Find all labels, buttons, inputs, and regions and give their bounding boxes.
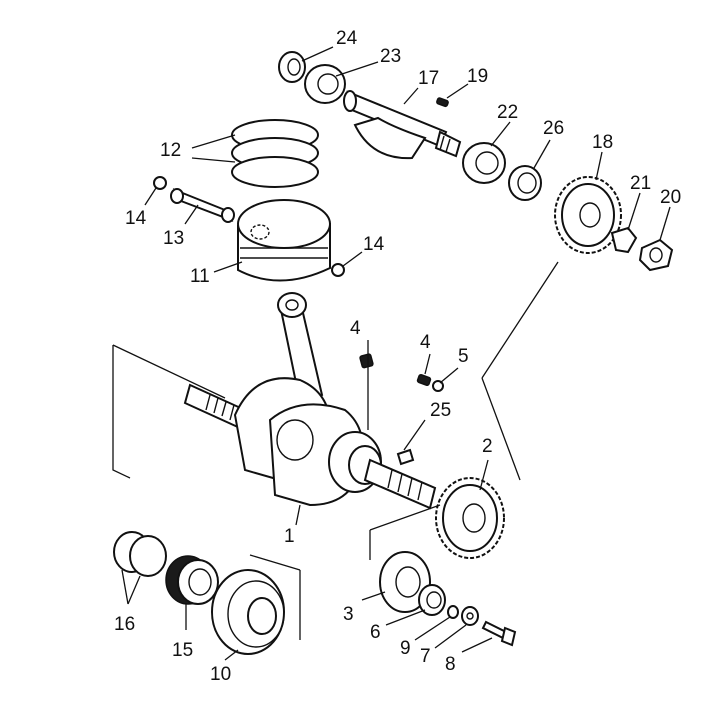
callout-19: 19 <box>467 66 488 87</box>
lock-washer <box>610 226 638 254</box>
callout-6: 6 <box>370 622 381 643</box>
callout-16: 16 <box>114 614 135 635</box>
callout-13: 13 <box>163 228 184 249</box>
callout-8: 8 <box>445 654 456 675</box>
callout-22: 22 <box>497 102 518 123</box>
callout-23: 23 <box>380 46 401 67</box>
callout-11: 11 <box>190 266 210 287</box>
oil-seal <box>278 51 306 83</box>
piston <box>237 199 331 282</box>
crankshaft-assembly <box>183 292 437 510</box>
callout-4-left: 4 <box>350 318 361 339</box>
bolt <box>481 620 517 647</box>
callout-3: 3 <box>343 604 354 625</box>
key-pin <box>359 353 374 369</box>
bearing-upper <box>304 64 346 104</box>
piston-pin <box>170 188 235 223</box>
bearing-middle <box>462 142 506 184</box>
leader-lines <box>121 46 671 661</box>
circlip-left <box>153 176 167 190</box>
drive-gear <box>435 477 505 559</box>
spacer <box>418 584 446 616</box>
callout-5: 5 <box>458 346 469 367</box>
circlip-right <box>331 263 345 277</box>
callout-2: 2 <box>482 436 493 457</box>
piston-rings <box>231 119 319 188</box>
nut <box>638 238 674 272</box>
callout-21: 21 <box>630 173 651 194</box>
balancer-shaft <box>343 90 462 160</box>
washer <box>461 606 479 626</box>
group-brackets <box>112 261 559 640</box>
callout-14-right: 14 <box>363 234 385 255</box>
callout-1: 1 <box>284 526 295 547</box>
callout-7: 7 <box>420 646 431 667</box>
callout-4-right: 4 <box>420 332 431 353</box>
callout-18: 18 <box>592 132 613 153</box>
spring-bearing <box>165 555 219 605</box>
callout-9: 9 <box>400 638 411 659</box>
callout-10: 10 <box>210 664 231 685</box>
main-bearing <box>211 569 285 655</box>
o-ring <box>447 605 459 619</box>
key-small <box>436 97 449 108</box>
callout-12: 12 <box>160 140 181 161</box>
woodruff-key <box>396 448 415 466</box>
washer-small <box>432 380 444 392</box>
callout-14-left: 14 <box>125 208 147 229</box>
shim-rings <box>113 531 167 577</box>
callout-25: 25 <box>430 400 451 421</box>
callout-labels: 24 23 17 19 22 26 18 21 20 12 14 13 11 1… <box>114 28 681 685</box>
callout-24: 24 <box>336 28 358 49</box>
callout-17: 17 <box>418 68 439 89</box>
callout-26: 26 <box>543 118 564 139</box>
key <box>416 374 432 386</box>
callout-20: 20 <box>660 187 681 208</box>
bearing-plate <box>379 551 431 613</box>
collar <box>508 165 542 201</box>
callout-15: 15 <box>172 640 193 661</box>
balancer-gear <box>554 176 622 254</box>
